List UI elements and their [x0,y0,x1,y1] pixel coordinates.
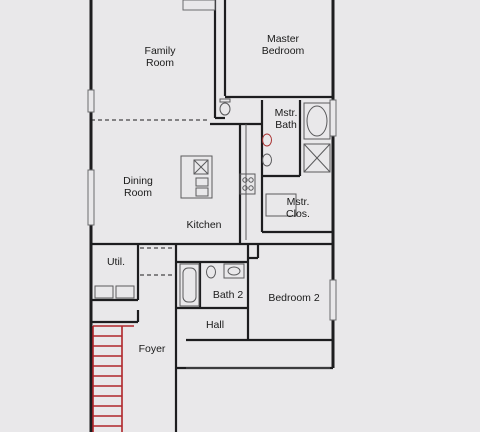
label-master-closet-line2: Clos. [286,208,310,220]
label-master-closet-line1: Mstr. [286,196,310,208]
windows [87,0,337,321]
label-hall: Hall [205,319,225,331]
label-dining-room-line1: Dining [123,175,153,187]
label-master-bath: Mstr. Bath [275,107,298,131]
label-master-bedroom: Master Bedroom [262,33,305,57]
fixtures [94,98,331,369]
label-family-room: Family Room [145,45,176,69]
label-bath-2: Bath 2 [212,289,244,301]
label-kitchen: Kitchen [186,219,222,231]
label-master-bath-line1: Mstr. [274,107,298,119]
label-family-room-line2: Room [145,57,175,69]
label-utility: Util. [106,256,126,268]
open-boundaries [91,8,216,338]
label-master-bedroom-line2: Bedroom [261,45,305,57]
label-master-bath-line2: Bath [275,119,297,131]
label-dining-room-line2: Room [123,187,152,199]
label-bedroom-2: Bedroom 2 [268,292,320,304]
label-dining-room: Dining Room [123,175,153,199]
label-master-bedroom-line1: Master [266,33,300,45]
label-family-room-line1: Family [144,45,176,57]
stair [92,325,134,432]
label-foyer: Foyer [138,343,166,355]
label-master-closet: Mstr. Clos. [286,196,310,220]
